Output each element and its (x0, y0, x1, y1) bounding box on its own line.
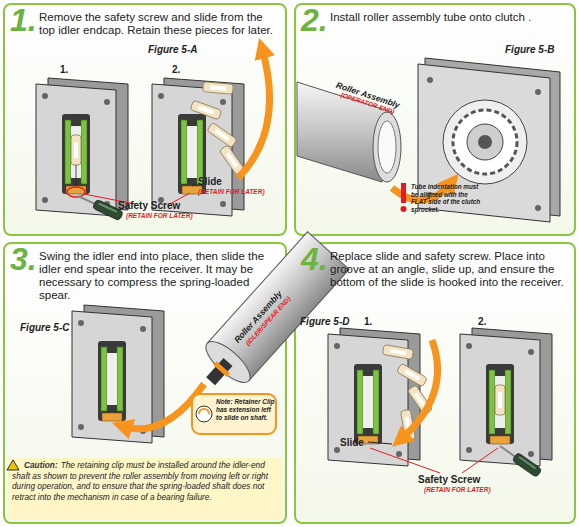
instruction-text: Install roller assembly tube onto clutch… (330, 11, 566, 24)
figure-5a-part (67, 187, 85, 197)
figure-5a-part (203, 82, 234, 95)
caution-box: Caution:The retaining clip must be insta… (8, 458, 282, 520)
step-number: 4. (301, 241, 328, 277)
callout-number: 1. (364, 316, 372, 327)
figure-5c-part (8, 458, 282, 520)
figure-5b-part (478, 135, 492, 149)
figure-5b-part (535, 89, 541, 95)
step-number: 1. (10, 2, 37, 38)
figure-5b-part (427, 77, 433, 83)
callout-number: 1. (60, 64, 68, 75)
part-label: (RETAIN FOR LATER) (126, 212, 193, 219)
figure-5c-part (196, 406, 212, 422)
figure-5c-part (7, 460, 19, 470)
step-number: 3. (10, 241, 37, 277)
instruction-text: Replace slide and safety screw. Place in… (330, 250, 568, 289)
part-label: Slide (198, 176, 222, 187)
part-label: Tube indentation must be aligned with th… (411, 183, 483, 213)
figure-5d-part (328, 328, 420, 466)
caution-heading: Caution: (24, 460, 58, 470)
figure-label: Figure 5-C (20, 322, 69, 333)
figure-label: Figure 5-A (148, 44, 197, 55)
figure-5b-part (443, 100, 527, 184)
note-callout: Note: Retainer Clip has extension left t… (194, 394, 278, 434)
figure-5d-part (382, 344, 413, 359)
figure-5c-part-part (213, 361, 230, 377)
part-label: (RETAIN FOR LATER) (424, 486, 491, 493)
figure-5a-part (192, 184, 196, 186)
figure-5d-part (495, 385, 505, 415)
figure-5b-part (535, 205, 541, 211)
figure-5d-part (368, 442, 392, 444)
figure-5c-part (199, 409, 209, 414)
part-label: Safety Screw (418, 474, 480, 485)
figure-5a-part (207, 122, 237, 147)
figure-5a-part (76, 165, 77, 186)
figure-5a-part (190, 100, 222, 120)
figure-5b-part (453, 110, 517, 174)
note-text: Note: Retainer Clip has extension left t… (216, 398, 275, 421)
figure-5a-part (71, 135, 81, 165)
figure-5b-part (378, 121, 396, 173)
figure-5c-part (72, 305, 164, 443)
part-label: Safety Screw (118, 200, 180, 211)
callout-number: 2. (478, 316, 486, 327)
figure-5b-part (401, 183, 406, 203)
part-label: (RETAIN FOR LATER) (198, 188, 265, 195)
figure-5b-part (373, 112, 401, 182)
instruction-text: Remove the safety screw and slide from t… (39, 11, 279, 37)
figure-5b-part (467, 124, 503, 160)
figure-label: Figure 5-D (300, 316, 349, 327)
figure-5a-part (36, 78, 128, 216)
figure-5a-part (152, 78, 244, 216)
figure-5c-part (192, 394, 276, 434)
instruction-text: Swing the idler end into place, then sli… (39, 250, 281, 302)
step-number: 2. (301, 2, 328, 38)
figure-5b-part (401, 206, 407, 212)
callout-number: 2. (172, 64, 180, 75)
part-label: Slide (340, 437, 364, 448)
figure-label: Figure 5-B (505, 44, 554, 55)
figure-5d-part (460, 328, 552, 466)
